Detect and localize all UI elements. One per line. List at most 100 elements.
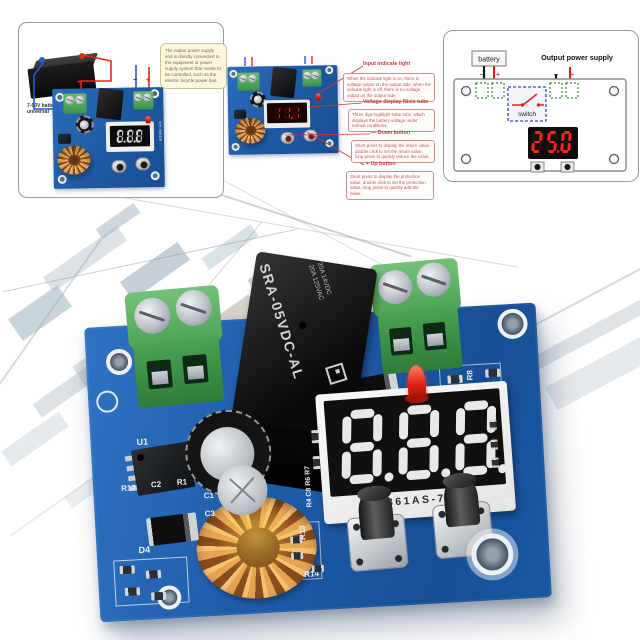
segment-c	[372, 448, 382, 477]
mounting-hole	[496, 308, 529, 340]
diode-d4	[145, 512, 200, 547]
segment-c	[140, 136, 143, 142]
segment-f	[126, 130, 129, 136]
smd-component	[311, 429, 319, 444]
smd-component	[311, 564, 325, 573]
panel-battery-connection: 7-60V battery universal The output power…	[18, 22, 227, 198]
smd-component	[447, 374, 463, 384]
seven-segment-digit	[341, 408, 394, 485]
segment-c	[538, 143, 542, 152]
switch-blade	[522, 93, 538, 106]
segment-b	[539, 132, 543, 141]
plus-mark: +	[570, 70, 575, 79]
mounting-hole	[470, 532, 515, 577]
segment-f	[532, 132, 536, 141]
ic-chip	[57, 133, 72, 144]
segment-a	[350, 408, 375, 420]
segment-b	[131, 130, 134, 136]
silkscreen-label: U1	[136, 436, 149, 448]
decimal-point	[123, 141, 126, 143]
seven-segment-digit	[116, 129, 126, 143]
smd-component	[489, 419, 497, 430]
seven-segment-digit	[560, 131, 572, 153]
terminal-block	[63, 93, 87, 114]
seven-segment-display	[531, 131, 576, 153]
seven-segment-display	[339, 398, 515, 485]
module-thumbnail: XH-M609	[52, 87, 165, 189]
switch-label: switch	[518, 111, 536, 118]
annotation-label: — Down button	[371, 130, 411, 136]
smd-component	[150, 591, 167, 601]
mounting-hole	[105, 348, 133, 376]
silkscreen-logo	[95, 390, 119, 414]
smd-component	[124, 587, 141, 596]
seven-segment-digit	[398, 404, 450, 481]
relay-dimple	[297, 320, 308, 331]
battery-icon	[27, 51, 113, 103]
plus-mark: +	[146, 77, 151, 84]
segment-b	[568, 132, 572, 141]
terminal-block	[133, 91, 154, 110]
segment-d	[349, 473, 374, 485]
segment-e	[455, 442, 465, 471]
minus-mark: −	[133, 77, 138, 84]
segment-d	[406, 469, 431, 481]
battery-label: battery	[478, 57, 500, 64]
segment-g	[463, 432, 488, 444]
seven-segment-digit	[455, 399, 507, 477]
smd-component	[290, 536, 303, 544]
plus-mark: +	[496, 70, 501, 79]
panel-wiring-diagram: battery Output power supply − + − +	[443, 30, 639, 182]
annotation-detail: When the indicate light is on, there is …	[343, 73, 435, 102]
smd-component	[312, 455, 321, 470]
seven-segment-digit	[135, 129, 143, 143]
decimal-point	[556, 150, 560, 153]
segment-d	[547, 150, 554, 153]
silkscreen-label: C2	[150, 479, 162, 490]
segment-a	[464, 400, 489, 411]
display-face	[109, 125, 151, 147]
segment-e	[126, 136, 129, 142]
output-note: The output power supply end is directly …	[160, 43, 227, 90]
annotation-label: + Up button	[366, 161, 396, 167]
segment-f	[546, 132, 550, 141]
tact-button-down	[346, 484, 409, 573]
annotation-label: Voltage display Nixie tube	[363, 99, 429, 105]
segment-b	[429, 409, 440, 438]
display-face	[323, 388, 507, 497]
segment-f	[117, 130, 119, 136]
segment-e	[135, 136, 138, 142]
seven-segment-digit	[545, 131, 560, 153]
relay	[95, 87, 124, 121]
tact-button	[111, 159, 127, 173]
annotation-detail: Short press to display the protection va…	[346, 171, 434, 200]
annotation-detail: Short press to display the return value,…	[351, 140, 435, 164]
minus-mark: −	[554, 70, 559, 79]
button-plunger	[356, 484, 396, 541]
seven-segment-digit	[531, 131, 543, 153]
seven-segment-digit	[126, 129, 135, 143]
tact-button	[135, 157, 151, 171]
segment-f	[561, 132, 565, 141]
segment-c	[567, 143, 571, 152]
seven-segment-display	[116, 129, 146, 143]
mounting-hole	[608, 153, 620, 165]
silkscreen-label: R8	[465, 369, 475, 381]
smd-component	[290, 551, 304, 560]
segment-f	[398, 412, 409, 441]
battery-caption: 7-60V battery universal	[27, 103, 59, 116]
mounting-hole	[460, 85, 472, 97]
board-side-label: XH-M609	[157, 121, 164, 142]
display-module	[105, 121, 155, 153]
terminal-symbol	[475, 82, 489, 99]
segment-e	[341, 450, 351, 479]
battery-terminal-neg	[39, 57, 45, 63]
segment-e	[545, 143, 550, 152]
inductor-coil	[57, 145, 91, 175]
segment-b	[121, 130, 124, 136]
output-power-label: Output power supply	[541, 53, 613, 62]
background-shape	[1, 411, 69, 467]
segment-g	[406, 436, 431, 448]
